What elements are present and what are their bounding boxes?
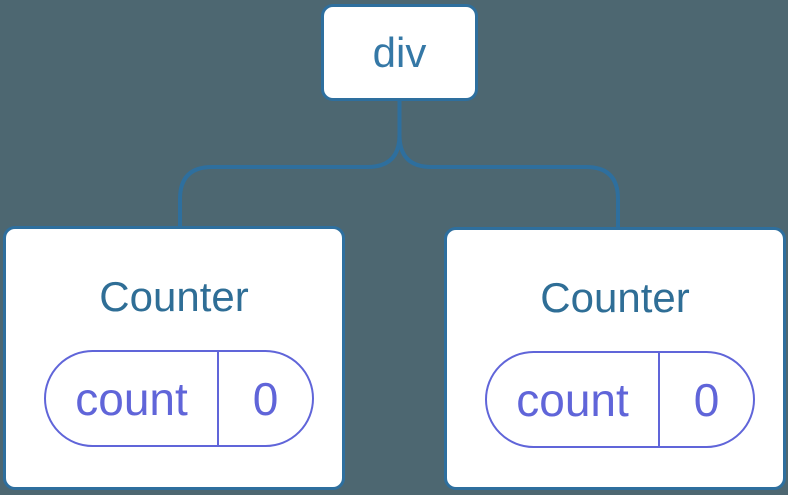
state-value: 0 [693, 373, 720, 426]
counter-node-left: Counter count 0 [3, 226, 345, 490]
state-value: 0 [252, 372, 279, 425]
root-node-label: div [372, 28, 427, 76]
component-title: Counter [99, 273, 249, 320]
connector-root-to-left-child [178, 99, 402, 229]
component-title: Counter [540, 274, 690, 321]
state-pill: count 0 [485, 351, 755, 448]
connector-root-to-right-child [397, 99, 620, 230]
state-key-label: count [487, 353, 660, 446]
root-node-div: div [321, 4, 478, 101]
counter-node-right: Counter count 0 [444, 227, 786, 490]
state-pill: count 0 [44, 350, 314, 447]
state-key-label: count [46, 352, 219, 445]
